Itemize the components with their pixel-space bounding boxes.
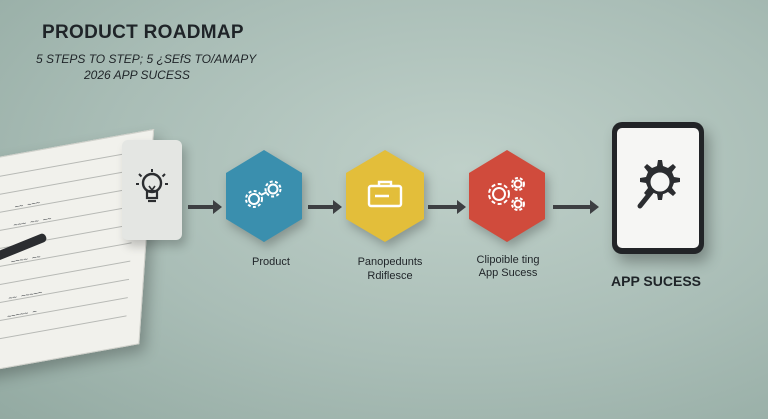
page-subtitle-line2: 2026 APP SUCESS [84,68,190,82]
gear-magnifier-icon [626,154,690,223]
step-build-label-line1: Clipoible ting [476,254,540,266]
step-planning-label-line1: Panopedunts [357,256,423,268]
page-subtitle-line1: 5 STEPS TO STEP; 5 ¿SEfS TO/AMAPY [36,52,257,66]
cogs-icon [484,174,530,219]
arrow-right-icon [553,200,599,214]
step-planning-tile [346,150,424,242]
phone-screen [617,128,699,248]
arrow-right-icon [428,200,466,214]
step-build-label-line2: App Sucess [478,267,538,279]
step-build-tile [469,150,545,242]
app-success-label: APP SUCESS [611,273,701,289]
step-idea-tile [122,140,182,240]
page-title: PRODUCT ROADMAP [42,22,244,43]
briefcase-icon [365,178,405,215]
phone-device [612,122,704,254]
step-product-tile [226,150,302,242]
arrow-right-icon [308,200,342,214]
lightbulb-icon [135,168,169,213]
gears-icon [241,177,287,216]
arrow-right-icon [188,200,222,214]
step-planning-label-line2: Rdiflesce [367,270,413,282]
step-product-label: Product [252,256,290,268]
